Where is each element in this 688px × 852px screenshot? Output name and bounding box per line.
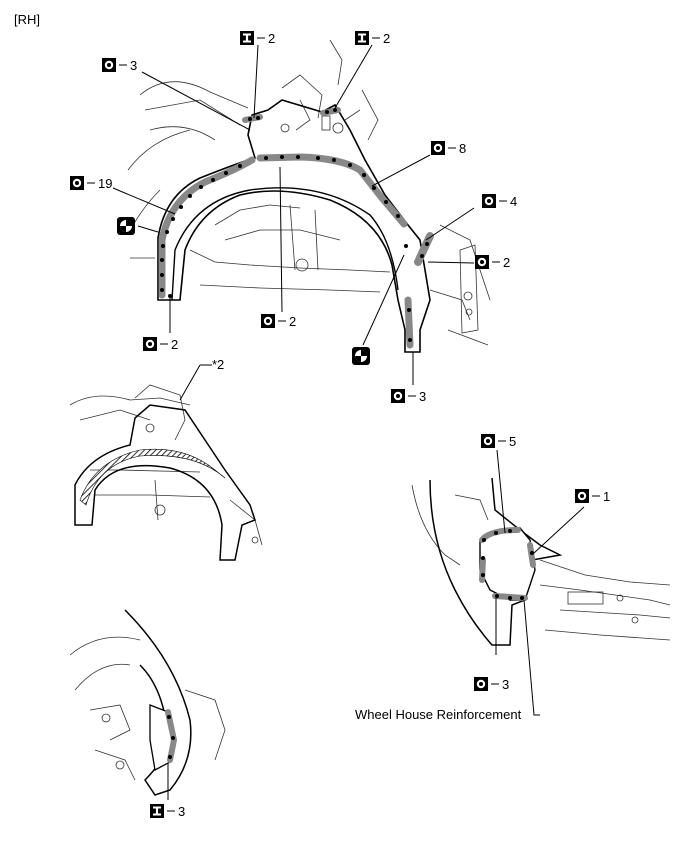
spot-weld-symbol: [482, 194, 496, 208]
spot-weld-symbol: [143, 337, 157, 351]
arc-weld-symbol-bottom: [352, 347, 370, 365]
bottom-left-diagram: [69, 609, 226, 796]
callout-c2: 2: [355, 31, 390, 46]
callout-count: 2: [171, 337, 178, 352]
callout-c11: 5: [481, 434, 516, 449]
spot-weld-symbol: [102, 58, 116, 72]
plug-weld-symbol: [240, 31, 254, 45]
middle-right-diagram: [411, 477, 671, 646]
top-leader-lines: [112, 44, 475, 385]
callout-count: 2: [383, 31, 390, 46]
callout-c8: 2: [261, 314, 296, 329]
top-diagram: [127, 39, 491, 353]
callout-count: 3: [502, 677, 509, 692]
plug-weld-symbol: [355, 31, 369, 45]
callout-c6: 4: [482, 194, 517, 209]
bottom-weld-spots: [167, 715, 175, 759]
top-body-lines: [127, 39, 491, 346]
callout-count: 1: [603, 489, 610, 504]
callout-c13: 3: [474, 677, 509, 692]
callout-c4: 8: [431, 141, 466, 156]
callout-c10: 3: [391, 389, 426, 404]
callout-count: 3: [178, 804, 185, 819]
spot-weld-symbol: [475, 255, 489, 269]
callout-c3: 3: [102, 58, 137, 73]
spot-weld-symbol: [261, 314, 275, 328]
spot-weld-symbol: [431, 141, 445, 155]
callout-c14: 3: [150, 804, 185, 819]
middle-right-weld-spots: [481, 529, 534, 600]
top-weld-band-lower: [404, 296, 414, 349]
top-weld-band-right: [414, 232, 434, 266]
spot-weld-symbol: [481, 434, 495, 448]
spot-weld-symbol: [70, 176, 84, 190]
callout-c7: 2: [475, 255, 510, 270]
top-wheel-arch: [171, 187, 399, 301]
top-outer-flange: [157, 99, 431, 353]
middle-left-diagram: [69, 364, 263, 561]
callout-count: 2: [503, 255, 510, 270]
middle-hatched-band: [79, 448, 226, 506]
callout-count: 4: [510, 194, 517, 209]
callout-count: 3: [419, 389, 426, 404]
callout-c5: 19: [70, 176, 112, 191]
arc-weld-symbol-left: [117, 217, 135, 235]
spot-weld-symbol: [391, 389, 405, 403]
plug-weld-symbol: [150, 804, 164, 818]
callout-c9: 2: [143, 337, 178, 352]
callout-count: 5: [509, 434, 516, 449]
corner-label: [RH]: [14, 12, 40, 27]
callout-count: 3: [130, 58, 137, 73]
note-label: *2: [212, 357, 224, 372]
top-weld-band-upper: [256, 153, 408, 228]
spot-weld-symbol: [575, 489, 589, 503]
bottom-weld-band: [165, 709, 178, 763]
callout-c1: 2: [240, 31, 275, 46]
callout-c12: 1: [575, 489, 610, 504]
callout-count: 2: [268, 31, 275, 46]
middle-right-leaders: [495, 449, 585, 716]
callout-count: 19: [98, 176, 112, 191]
part-label: Wheel House Reinforcement: [355, 707, 522, 722]
spot-weld-symbol: [474, 677, 488, 691]
top-weld-band-arc: [158, 156, 256, 299]
callout-layer: 2 2 3 8 19 4 2 2 2 3 5 1 3 3: [70, 31, 610, 819]
middle-outer-flange: [74, 404, 256, 561]
top-weld-spots: [160, 108, 429, 342]
callout-count: 8: [459, 141, 466, 156]
callout-count: 2: [289, 314, 296, 329]
middle-right-reinforcement: [479, 527, 536, 601]
